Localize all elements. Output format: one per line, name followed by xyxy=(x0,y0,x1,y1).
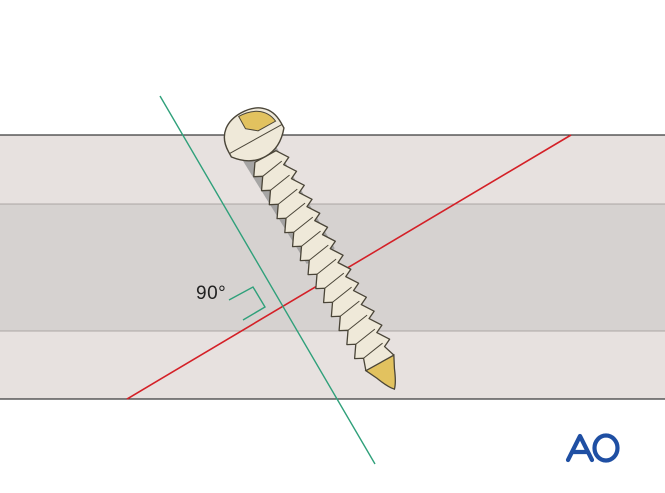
bone-cortex-bottom xyxy=(0,331,665,399)
screw-icon xyxy=(223,107,396,390)
screw-head-rim xyxy=(229,124,283,154)
perpendicular-line xyxy=(159,95,376,465)
ao-logo-icon xyxy=(565,433,620,463)
angle-label: 90° xyxy=(196,283,227,304)
fracture-line xyxy=(126,134,572,400)
screw-tip xyxy=(364,354,396,390)
screw-threads xyxy=(262,160,383,359)
bone-cortex-top xyxy=(0,135,665,204)
right-angle-marker xyxy=(228,286,266,321)
screw-head-gold-recess xyxy=(238,110,277,132)
